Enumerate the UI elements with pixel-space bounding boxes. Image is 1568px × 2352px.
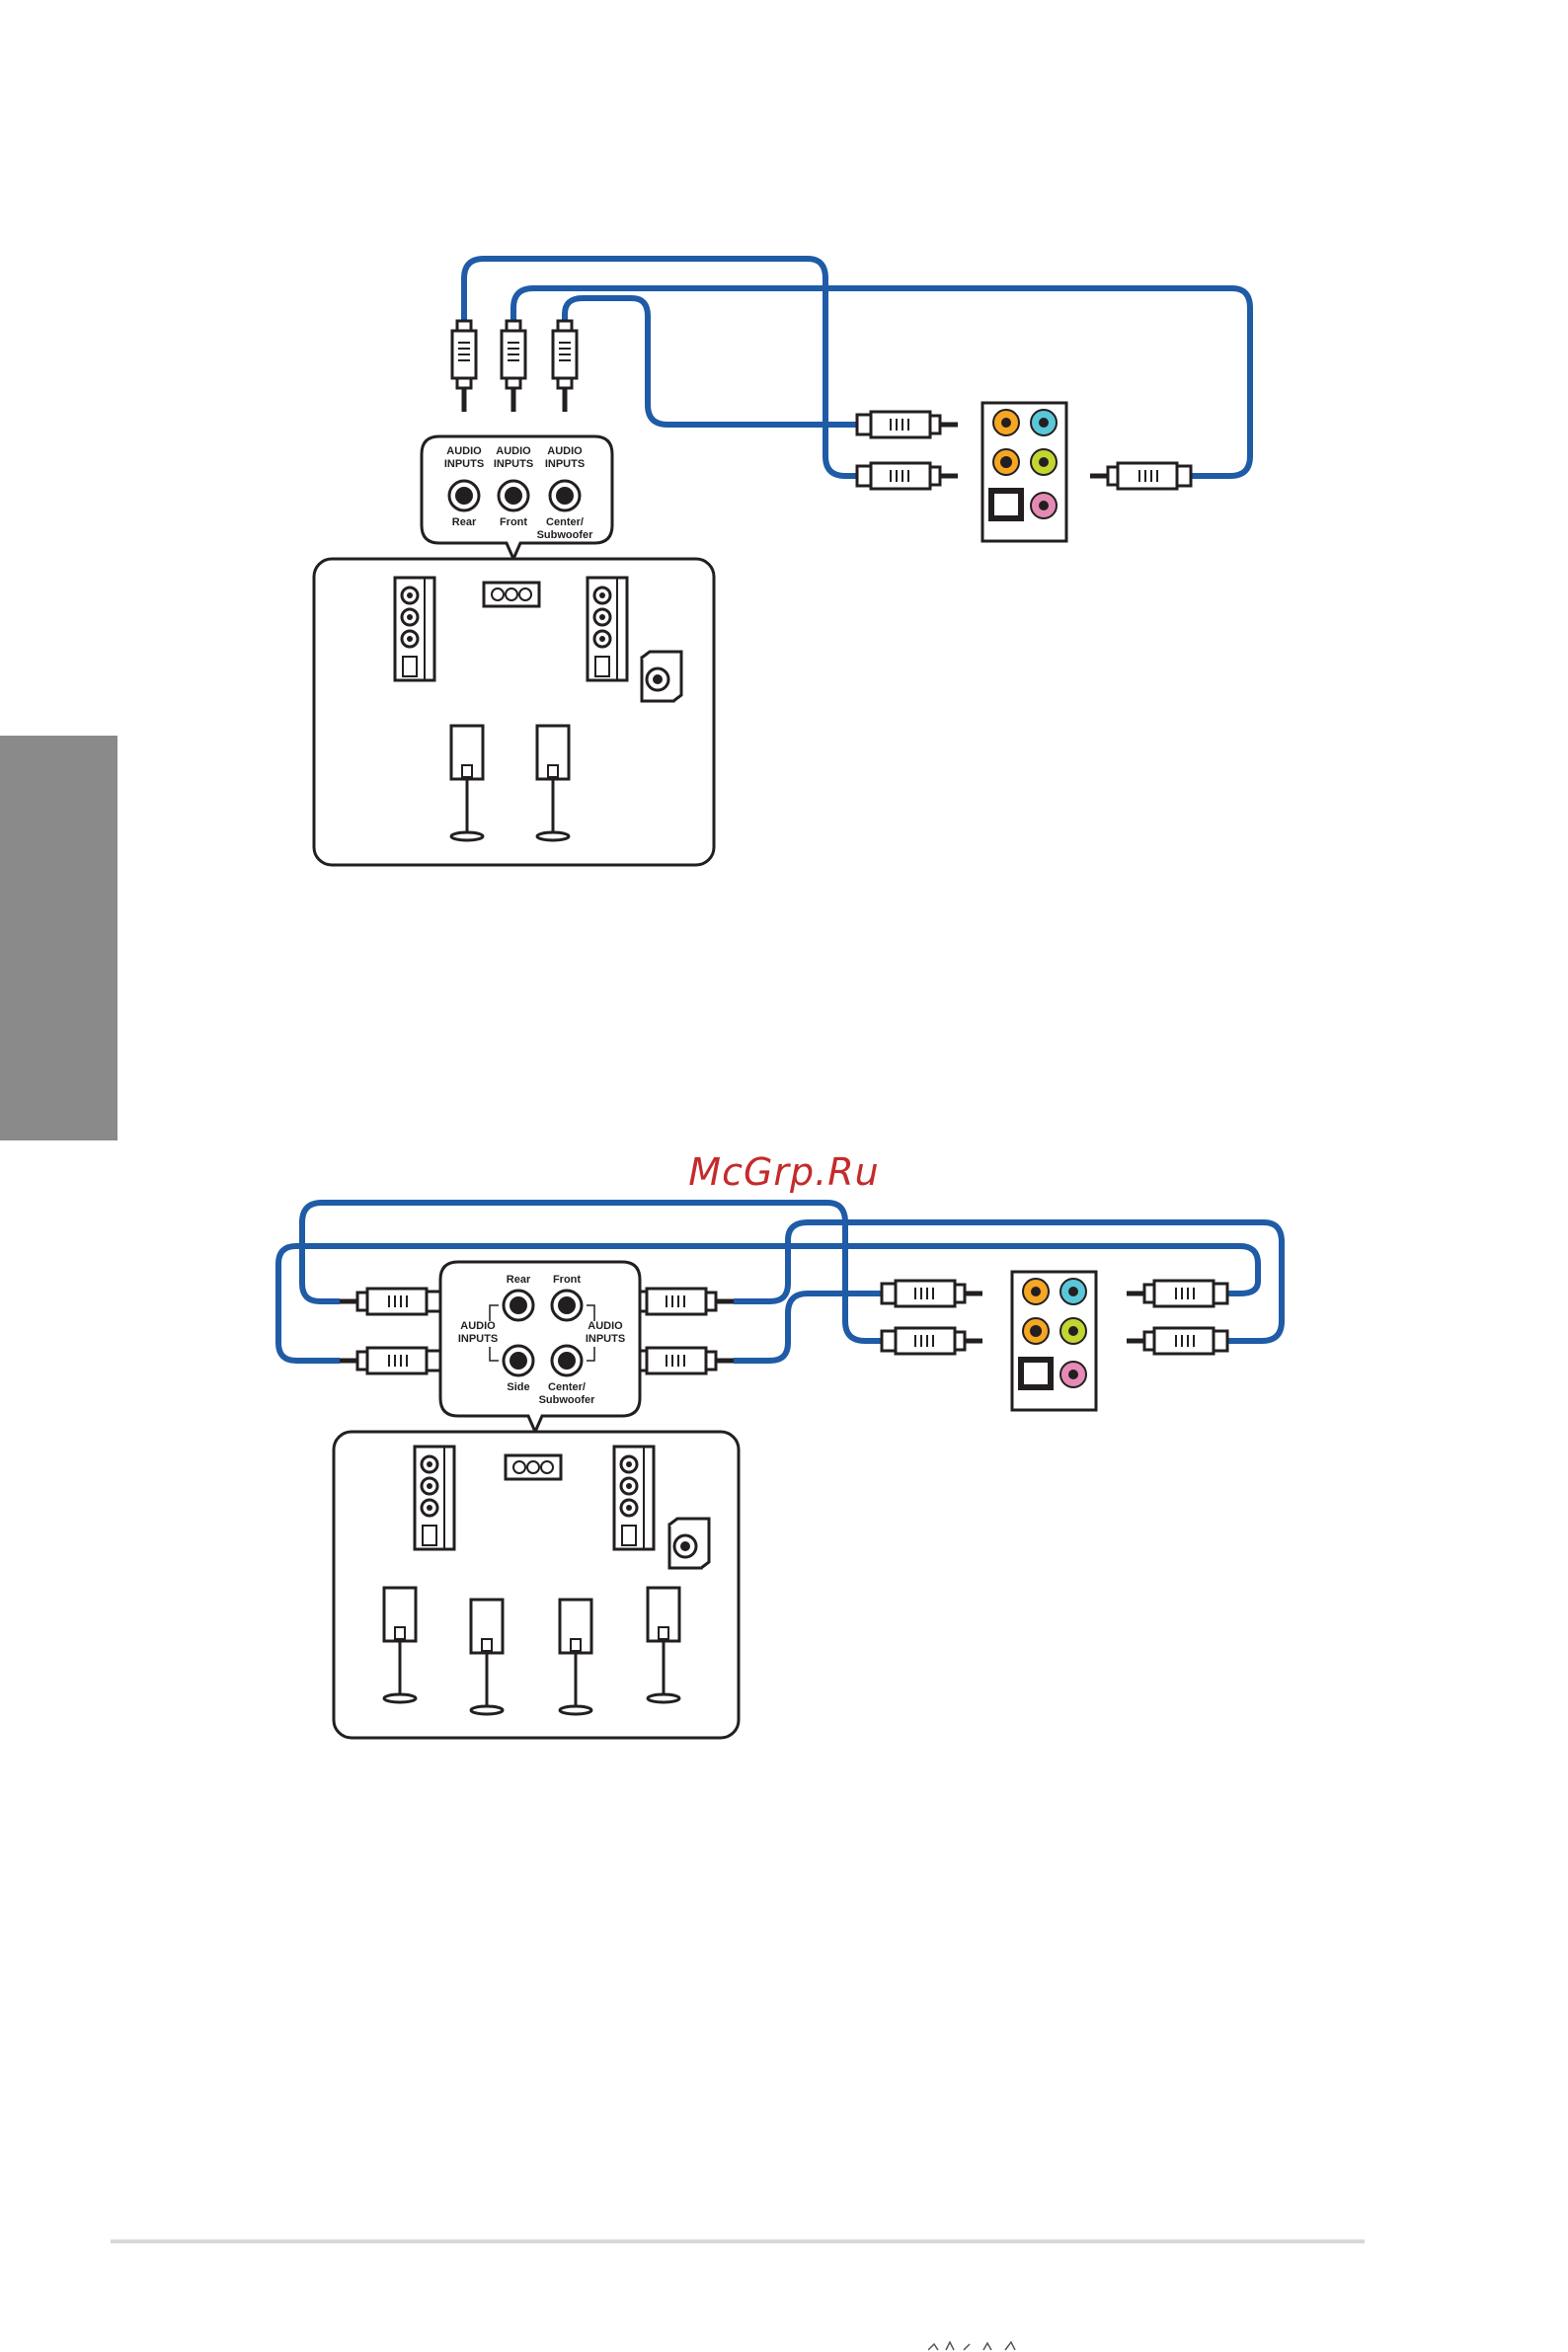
jack-label: Rear	[452, 516, 477, 528]
floor-speaker-icon	[588, 578, 627, 680]
subwoofer-icon	[642, 652, 681, 701]
audio-jack-icon	[552, 1291, 582, 1320]
jack-label: Subwoofer	[537, 529, 594, 541]
input-label: INPUTS	[586, 1333, 625, 1345]
diagram-bottom-cables	[278, 1203, 1282, 1361]
diagram-top-input-box: AUDIO INPUTS AUDIO INPUTS AUDIO INPUTS R…	[422, 436, 612, 559]
input-label: AUDIO	[588, 1320, 623, 1332]
rca-plug-icon	[633, 1289, 734, 1314]
rca-plug-icon	[452, 321, 476, 412]
diagram-top-speaker-room	[314, 559, 714, 865]
watermark-text: McGrp.Ru	[0, 1150, 1568, 1194]
rca-plug-icon	[340, 1289, 440, 1314]
audio-jack-icon	[504, 1346, 533, 1375]
center-speaker-icon	[484, 583, 539, 606]
rca-plug-icon	[1127, 1328, 1227, 1354]
rca-plug-icon	[340, 1348, 440, 1373]
input-label: AUDIO	[496, 445, 531, 457]
jack-label: Front	[500, 516, 527, 528]
rca-plug-icon	[502, 321, 525, 412]
jack-label: Side	[507, 1381, 529, 1393]
rca-plug-icon	[633, 1348, 734, 1373]
rca-plug-icon	[882, 1328, 982, 1354]
input-label: AUDIO	[446, 445, 482, 457]
input-label: INPUTS	[458, 1333, 498, 1345]
audio-jack-icon	[449, 481, 479, 510]
jack-label: Rear	[507, 1274, 531, 1286]
jack-label: Front	[553, 1274, 581, 1286]
subwoofer-icon	[669, 1519, 709, 1568]
input-label: INPUTS	[494, 458, 533, 470]
rca-plug-icon	[857, 412, 958, 437]
center-speaker-icon	[506, 1455, 561, 1479]
optical-port-icon	[1012, 1272, 1096, 1410]
rca-plug-icon	[857, 463, 958, 489]
footer-divider	[111, 2239, 1365, 2243]
rca-plug-icon	[1127, 1281, 1227, 1306]
page-edge-mark	[928, 2340, 1047, 2352]
input-label: AUDIO	[460, 1320, 496, 1332]
jack-label: Center/	[546, 516, 584, 528]
audio-jack-icon	[552, 1346, 582, 1375]
audio-jack-icon	[499, 481, 528, 510]
rca-plug-icon	[882, 1281, 982, 1306]
audio-jack-icon	[550, 481, 580, 510]
audio-jack-icon	[504, 1291, 533, 1320]
input-label: AUDIO	[547, 445, 583, 457]
jack-label: Center/	[548, 1381, 586, 1393]
rca-plug-icon	[553, 321, 577, 412]
optical-port-icon	[982, 403, 1066, 541]
floor-speaker-icon	[614, 1447, 654, 1549]
rca-plug-icon	[1090, 463, 1191, 489]
input-label: INPUTS	[545, 458, 585, 470]
input-label: INPUTS	[444, 458, 484, 470]
jack-label: Subwoofer	[539, 1394, 596, 1406]
floor-speaker-icon	[415, 1447, 454, 1549]
diagram-bottom-speaker-room	[334, 1432, 739, 1738]
diagram-bottom-input-box: Rear Front AUDIO INPUTS AUDIO INPUTS Sid…	[440, 1262, 640, 1432]
floor-speaker-icon	[395, 578, 434, 680]
